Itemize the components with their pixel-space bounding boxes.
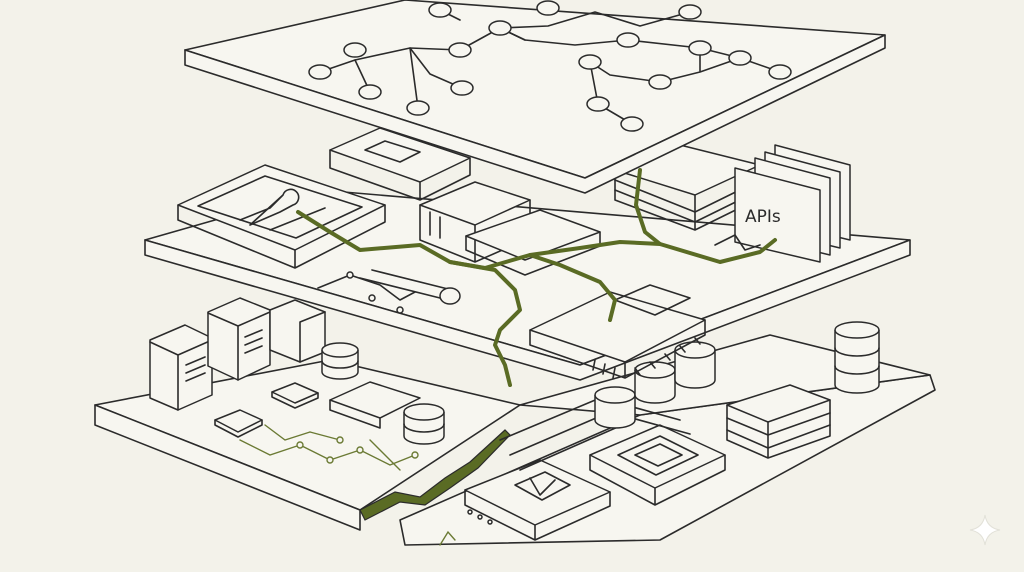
- chip-icon: [529, 284, 706, 379]
- wrench-icon: [177, 164, 386, 269]
- sparkle-icon: [969, 514, 1001, 546]
- chip-icon: [271, 382, 319, 409]
- server-icon: [149, 324, 213, 411]
- server-icon: [207, 297, 271, 381]
- api-panels: APIs: [734, 144, 851, 263]
- chip-icon: [214, 409, 263, 438]
- bottom-layer-left: [94, 297, 521, 531]
- server-icon: [269, 299, 326, 363]
- database-icon: [834, 321, 880, 394]
- database-icon: [321, 342, 359, 380]
- apis-label: APIs: [745, 207, 781, 227]
- database-icon: [403, 403, 445, 445]
- database-icon: [674, 341, 716, 389]
- top-layer-network: [184, 0, 886, 194]
- bottom-layer-right: [399, 321, 936, 546]
- database-icon: [594, 386, 636, 429]
